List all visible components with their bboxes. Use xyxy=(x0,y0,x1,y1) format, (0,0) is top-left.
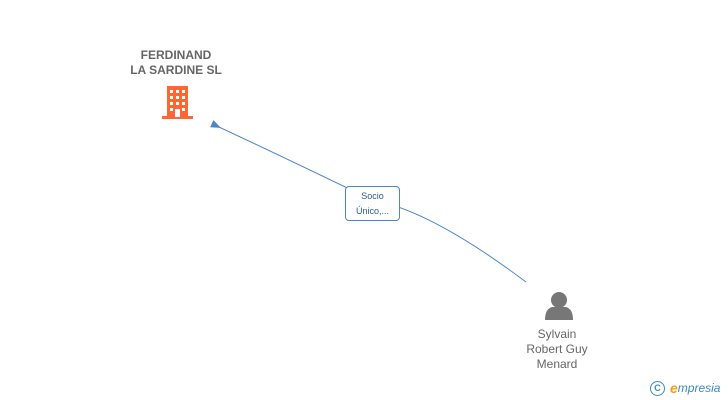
person-name-line: Sylvain xyxy=(537,327,577,341)
person-icon[interactable] xyxy=(545,292,573,320)
company-name-line: FERDINAND xyxy=(140,48,212,62)
person-name-line: Menard xyxy=(536,357,578,371)
person-name[interactable]: Sylvain Robert Guy Menard xyxy=(502,327,612,372)
building-icon[interactable] xyxy=(162,86,193,119)
relation-label-line: Socio xyxy=(361,191,384,201)
company-name-line: LA SARDINE SL xyxy=(130,63,222,77)
copyright-icon: C xyxy=(650,380,665,396)
company-name[interactable]: FERDINAND LA SARDINE SL xyxy=(104,48,248,78)
relation-label[interactable]: Socio Único,... xyxy=(345,186,400,221)
brand-initial: e xyxy=(670,380,678,396)
relation-label-line: Único,... xyxy=(355,206,389,216)
person-name-line: Robert Guy xyxy=(526,342,588,356)
brand-name: mpresia xyxy=(677,381,721,395)
empresia-watermark: C e mpresia xyxy=(650,379,720,397)
